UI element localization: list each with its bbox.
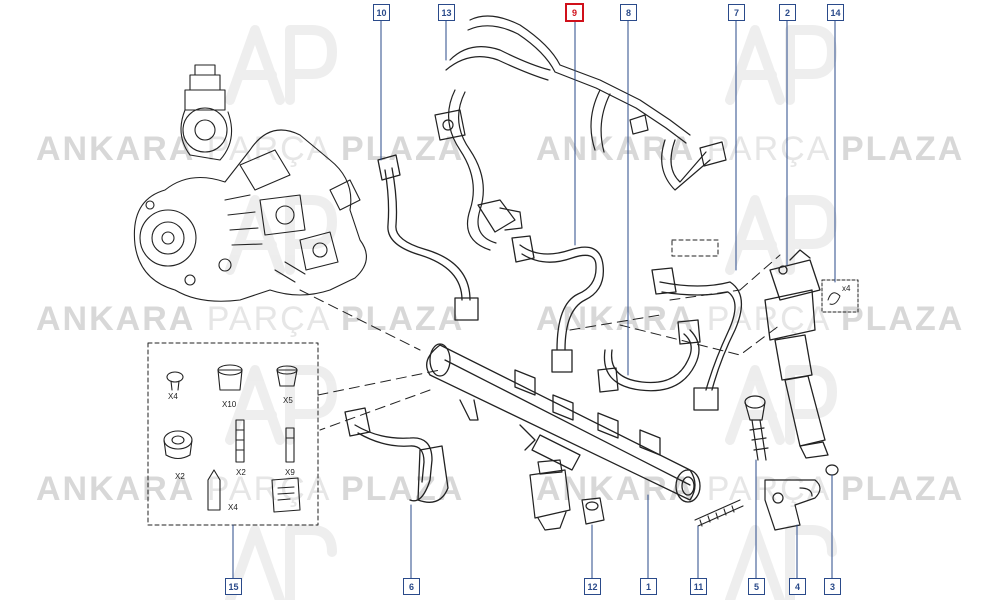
kit-15-items <box>163 364 301 513</box>
callout-14[interactable]: 14 <box>827 4 844 21</box>
kit-qty-seal-ring: X2 <box>175 472 185 481</box>
callout-12[interactable]: 12 <box>584 578 601 595</box>
callout-11[interactable]: 11 <box>690 578 707 595</box>
callout-15[interactable]: 15 <box>225 578 242 595</box>
watermark-logo-icon <box>225 25 837 600</box>
callout-1[interactable]: 1 <box>640 578 657 595</box>
dashed-leader-lines <box>299 254 781 431</box>
kit-qty-cap-small: X5 <box>283 396 293 405</box>
high-pressure-pump <box>133 64 367 302</box>
callout-3[interactable]: 3 <box>824 578 841 595</box>
kit-qty-pin: X9 <box>285 468 295 477</box>
callout-8[interactable]: 8 <box>620 4 637 21</box>
return-hose-13 <box>434 15 727 251</box>
injector-2 <box>764 249 829 459</box>
clip-qty: x4 <box>842 284 851 293</box>
stud-11 <box>694 499 744 527</box>
callout-10[interactable]: 10 <box>373 4 390 21</box>
callout-6[interactable]: 6 <box>403 578 420 595</box>
dashed-frame-small <box>671 239 719 257</box>
pipe-9 <box>511 235 605 373</box>
fuel-rail-1 <box>426 343 701 503</box>
callout-leaders <box>232 19 836 579</box>
kit-qty-cap-large: X10 <box>222 400 237 409</box>
callout-7[interactable]: 7 <box>728 4 745 21</box>
kit-qty-stud: X2 <box>236 468 246 477</box>
pipe-10 <box>377 154 479 321</box>
kit-qty-screw: X4 <box>168 392 178 401</box>
callout-9[interactable]: 9 <box>565 3 584 22</box>
pipe-7 <box>651 267 742 411</box>
clip-14 <box>821 279 859 313</box>
callout-2[interactable]: 2 <box>779 4 796 21</box>
pipe-6 <box>344 407 449 503</box>
callout-5[interactable]: 5 <box>748 578 765 595</box>
callout-4[interactable]: 4 <box>789 578 806 595</box>
washer-3 <box>825 464 839 476</box>
clamp-4 <box>764 479 821 531</box>
pressure-sensor <box>529 459 571 531</box>
kit-qty-plug: X4 <box>228 503 238 512</box>
bolt-5 <box>744 395 769 461</box>
nut-12 <box>581 497 605 525</box>
callout-13[interactable]: 13 <box>438 4 455 21</box>
pipe-8 <box>597 319 701 393</box>
